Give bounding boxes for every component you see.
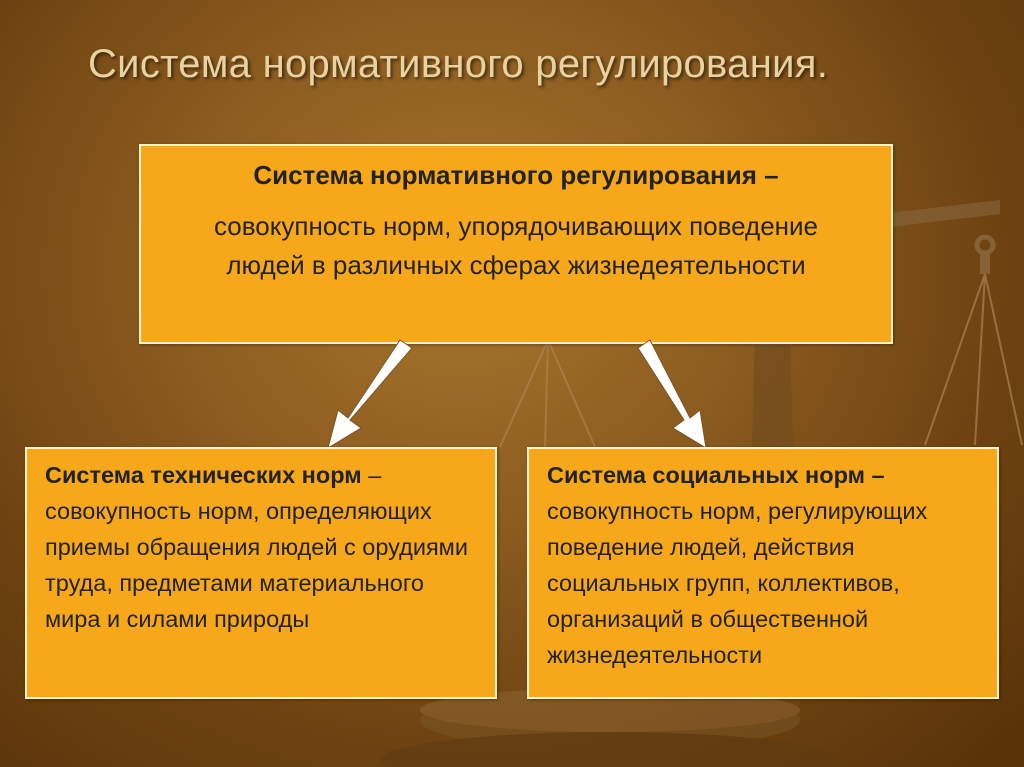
technical-norms-box: Система технических норм – совокупность … <box>25 447 497 699</box>
technical-norms-text: Система технических норм – совокупность … <box>45 457 481 637</box>
social-norms-box: Система социальных норм – совокупность н… <box>527 447 999 699</box>
social-norms-definition: совокупность норм, регулирующих поведени… <box>547 498 928 668</box>
box-heading: Система нормативного регулирования – <box>253 160 779 190</box>
social-norms-text: Система социальных норм – совокупность н… <box>547 457 983 673</box>
technical-norms-term: Система технических норм <box>45 462 362 488</box>
slide-title: Система нормативного регулирования. <box>88 42 829 86</box>
arrow-to-technical-norms <box>327 339 413 450</box>
social-norms-term: Система социальных норм – <box>547 462 885 488</box>
technical-norms-definition: совокупность норм, определяющих приемы о… <box>45 498 468 632</box>
box-definition: совокупность норм, упорядочивающих повед… <box>213 211 819 280</box>
arrow-to-social-norms <box>637 339 707 449</box>
technical-norms-dash: – <box>361 462 382 488</box>
definition-box-normative-regulation: Система нормативного регулирования – сов… <box>139 144 893 344</box>
